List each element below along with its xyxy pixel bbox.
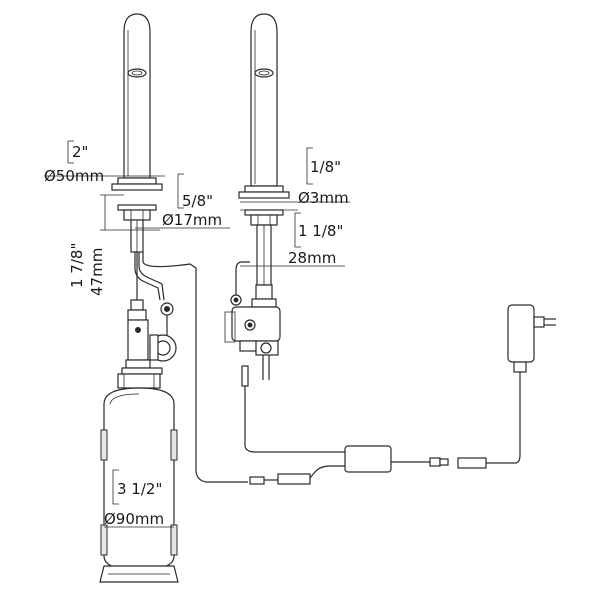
label-hole: 1/8" Ø3mm [298,147,349,207]
bottle-dia-mm: Ø90mm [104,510,164,528]
deck-mm: 28mm [288,249,336,267]
label-deck: 1 1/8" 28mm [288,212,343,267]
shank-len-in: 1 7/8" [68,243,86,288]
hole-mm: Ø3mm [298,189,349,207]
power-adapter [507,304,556,373]
right-dimensions [240,201,350,267]
pump-assembly [121,299,177,375]
deck-in: 1 1/8" [298,222,343,240]
soap-bottle [99,373,179,583]
right-spout [238,13,290,286]
left-dimensions [44,175,230,231]
shank-len-mm: 47mm [88,248,106,296]
solenoid-valve [224,261,345,453]
spout-dia-mm: Ø50mm [44,167,104,185]
shank-dia-mm: Ø17mm [162,211,222,229]
label-bottle-dia: 3 1/2" Ø90mm [104,469,164,528]
label-shank-dia: 5/8" Ø17mm [162,173,222,229]
label-spout-dia: 2" Ø50mm [44,140,104,185]
label-shank-length: 1 7/8" 47mm [68,243,106,296]
left-spout [111,13,163,253]
bottle-dia-in: 3 1/2" [117,480,162,498]
spout-dia-in: 2" [72,143,88,161]
hole-in: 1/8" [310,158,341,176]
shank-dia-in: 5/8" [182,192,213,210]
control-cables [249,372,521,485]
left-tubes [134,252,248,483]
